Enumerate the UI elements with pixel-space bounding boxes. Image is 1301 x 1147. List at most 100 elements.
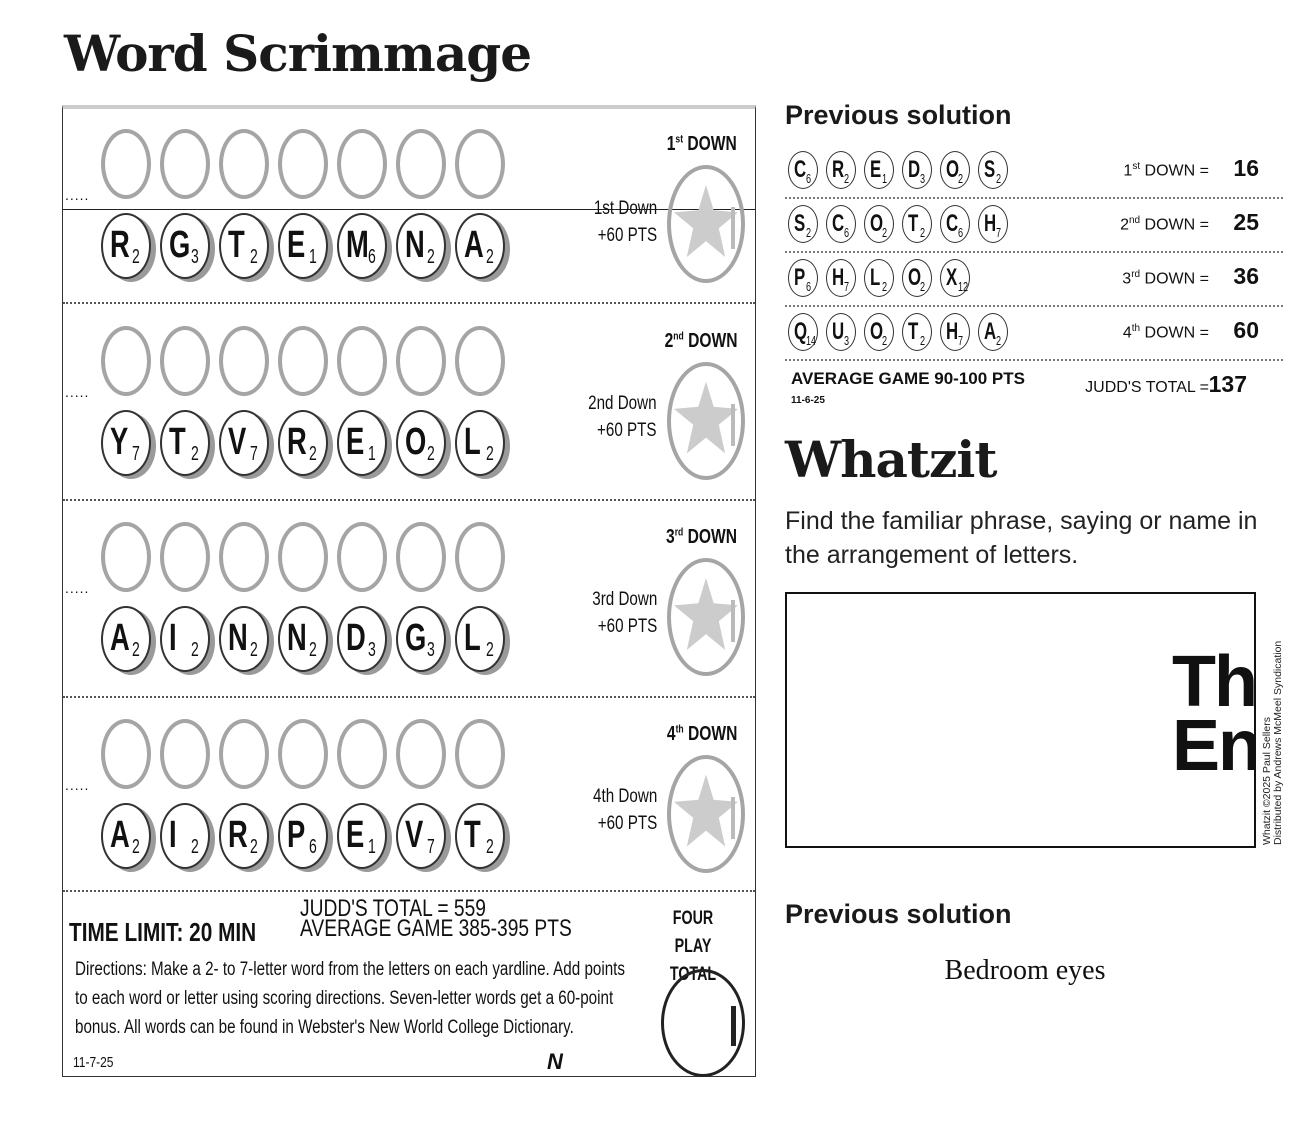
tile-letter: T (908, 210, 919, 237)
yardline-divider (63, 696, 755, 698)
tile-letter: G (405, 617, 427, 659)
star-icon (674, 774, 738, 847)
down-score-football-input[interactable] (667, 361, 745, 480)
football-lace-icon (731, 1006, 736, 1046)
tile-letter: V (228, 420, 247, 463)
totals-info: JUDD'S TOTAL = 559 AVERAGE GAME 385-395 … (300, 895, 572, 942)
tile-points: 2 (250, 246, 258, 268)
yardline-divider (63, 890, 755, 892)
tile-points: 1 (309, 246, 317, 268)
answer-oval-input[interactable] (219, 325, 269, 396)
answer-oval-input[interactable] (396, 718, 446, 789)
down-word: DOWN (687, 329, 737, 352)
tile-points: 2 (427, 442, 435, 465)
tile-points: 3 (368, 639, 376, 661)
down-ordinal: 2 (664, 329, 673, 352)
tile-points: 2 (844, 171, 850, 186)
down-ordinal: 3 (1122, 270, 1132, 288)
down-label: 3rd DOWN (666, 526, 737, 549)
page-title: Word Scrimmage (64, 24, 532, 83)
answer-oval-input[interactable] (160, 325, 210, 396)
answer-oval-input[interactable] (396, 325, 446, 396)
yardline-dots: ..... (65, 383, 90, 400)
tile-letter: P (794, 264, 806, 291)
answer-oval-input[interactable] (337, 325, 387, 396)
tile-points: 14 (806, 333, 817, 348)
directions: Directions: Make a 2- to 7-letter word f… (75, 959, 625, 1038)
down-ordinal: 2 (1120, 216, 1129, 234)
judds-total: JUDD'S TOTAL = 559 (300, 895, 486, 922)
answer-oval-input[interactable] (160, 522, 210, 592)
answer-oval-input[interactable] (396, 129, 446, 199)
down-label: 4th DOWN (666, 723, 737, 746)
down-label: 1st DOWN (667, 133, 737, 156)
down-ordinal-suffix: nd (672, 329, 684, 342)
answer-oval-input[interactable] (219, 129, 269, 199)
tile-letter: O (870, 210, 884, 237)
tile-points: 3 (920, 171, 926, 186)
tile-letter: H (946, 318, 959, 345)
total-football-input[interactable] (661, 969, 745, 1077)
yardline-dots: ..... (65, 776, 90, 793)
bonus-points: +60 PTS (597, 616, 657, 637)
tile-points: 2 (132, 246, 140, 268)
tile-points: 1 (882, 171, 888, 186)
tile-points: 6 (806, 279, 812, 294)
bonus-points: +60 PTS (597, 225, 657, 246)
tile-points: 7 (250, 442, 258, 465)
answer-oval-input[interactable] (337, 129, 387, 199)
answer-oval-input[interactable] (160, 129, 210, 199)
answer-oval-input[interactable] (455, 522, 505, 592)
answer-oval-input[interactable] (278, 522, 328, 592)
answer-oval-input[interactable] (101, 129, 151, 199)
answer-oval-input[interactable] (455, 325, 505, 396)
down-word: DOWN = (1144, 162, 1209, 180)
tile-letter: X (946, 264, 958, 291)
answer-oval-input[interactable] (396, 522, 446, 592)
answer-oval-input[interactable] (278, 325, 328, 396)
tile-letter: D (346, 617, 366, 659)
down-score-football-input[interactable] (667, 754, 745, 873)
tile-points: 2 (427, 246, 435, 268)
star-icon (674, 381, 738, 454)
answer-oval-input[interactable] (278, 129, 328, 199)
down-score-football-input[interactable] (667, 165, 745, 283)
answer-oval-input[interactable] (455, 718, 505, 789)
answer-oval-input[interactable] (337, 718, 387, 789)
tile-points: 2 (958, 171, 964, 186)
answer-oval-input[interactable] (278, 718, 328, 789)
answer-oval-input[interactable] (219, 522, 269, 592)
down-score-football-input[interactable] (667, 558, 745, 676)
answer-oval-input[interactable] (101, 718, 151, 789)
answer-oval-input[interactable] (101, 522, 151, 592)
answer-oval-input[interactable] (160, 718, 210, 789)
time-limit: TIME LIMIT: 20 MIN (69, 917, 257, 947)
answer-oval-input[interactable] (337, 522, 387, 592)
date: 11-7-25 (73, 1054, 114, 1071)
tile-points: 7 (844, 279, 850, 294)
tile-points: 2 (996, 333, 1002, 348)
answer-oval-input[interactable] (219, 718, 269, 789)
answer-oval-input[interactable] (101, 325, 151, 396)
answer-oval-input[interactable] (455, 129, 505, 199)
average-game: AVERAGE GAME 385-395 PTS (300, 915, 572, 942)
down-ordinal-suffix: rd (674, 526, 684, 539)
down-ordinal: 3 (666, 526, 675, 548)
